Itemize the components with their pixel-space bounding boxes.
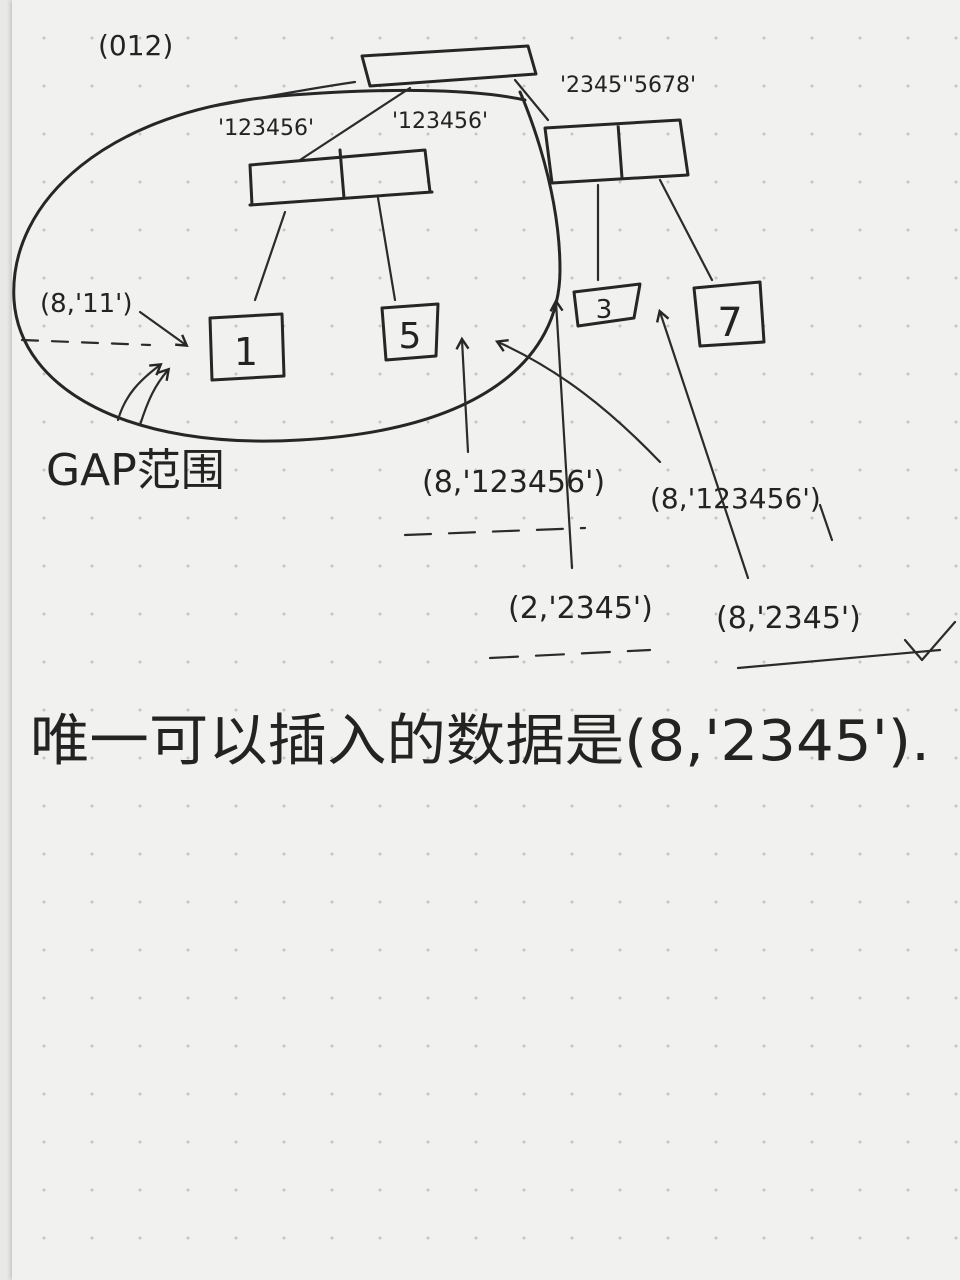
insert-2-arrow	[556, 302, 574, 570]
right-key-1: '2345'	[560, 73, 628, 98]
insert-4-label: (8,'2345')	[716, 601, 861, 636]
connector-top-left	[213, 80, 357, 108]
leaf-3: 3	[572, 282, 642, 328]
notebook-page	[12, 0, 960, 1280]
root-key-2: '123456'	[392, 109, 488, 134]
leaf-3-value: 3	[596, 295, 613, 325]
leaf-7-value: 7	[717, 300, 742, 346]
leaf-7: 7	[692, 280, 766, 348]
connector-leaf-1	[253, 210, 287, 302]
insert-1-dashes	[403, 526, 587, 537]
header-fragment: (012)	[98, 29, 173, 62]
conclusion-text: 唯一可以插入的数据是(8,'2345').	[30, 709, 930, 774]
gap-arrow-2	[138, 370, 168, 427]
connector-top-middle	[298, 86, 412, 162]
leaf-1-value: 1	[234, 330, 258, 374]
root-key-1: '123456'	[218, 116, 314, 141]
insert-3-underline	[818, 503, 834, 542]
insert-3-label: (8,'123456')	[650, 482, 821, 515]
root-node-box	[248, 148, 434, 207]
right-key-2: '5678'	[628, 73, 696, 98]
insert-1-arrow	[462, 340, 468, 454]
leaf-5: 5	[380, 302, 440, 362]
left-entry-label: (8,'11')	[40, 289, 132, 319]
top-root-bar	[360, 44, 538, 88]
insert-4-arrow	[660, 312, 750, 580]
leaf-1: 1	[208, 312, 286, 382]
connector-leaf-7	[658, 178, 714, 282]
insert-3-arrow	[498, 342, 662, 464]
insert-4-underline	[736, 648, 942, 670]
connector-leaf-5	[376, 196, 397, 302]
checkmark-icon	[903, 620, 957, 662]
insert-1-label: (8,'123456')	[422, 465, 605, 500]
left-dashed-line	[20, 338, 152, 347]
insert-2-dashes	[488, 648, 652, 660]
gap-arrow-1	[116, 365, 160, 422]
right-node-box	[543, 118, 690, 185]
leaf-5-value: 5	[399, 316, 422, 357]
gap-region-outline	[12, 88, 562, 443]
connector-top-right	[513, 78, 550, 122]
insert-2-label: (2,'2345')	[508, 591, 653, 626]
left-entry-arrow	[138, 310, 186, 345]
gap-range-label: GAP范围	[46, 445, 225, 496]
